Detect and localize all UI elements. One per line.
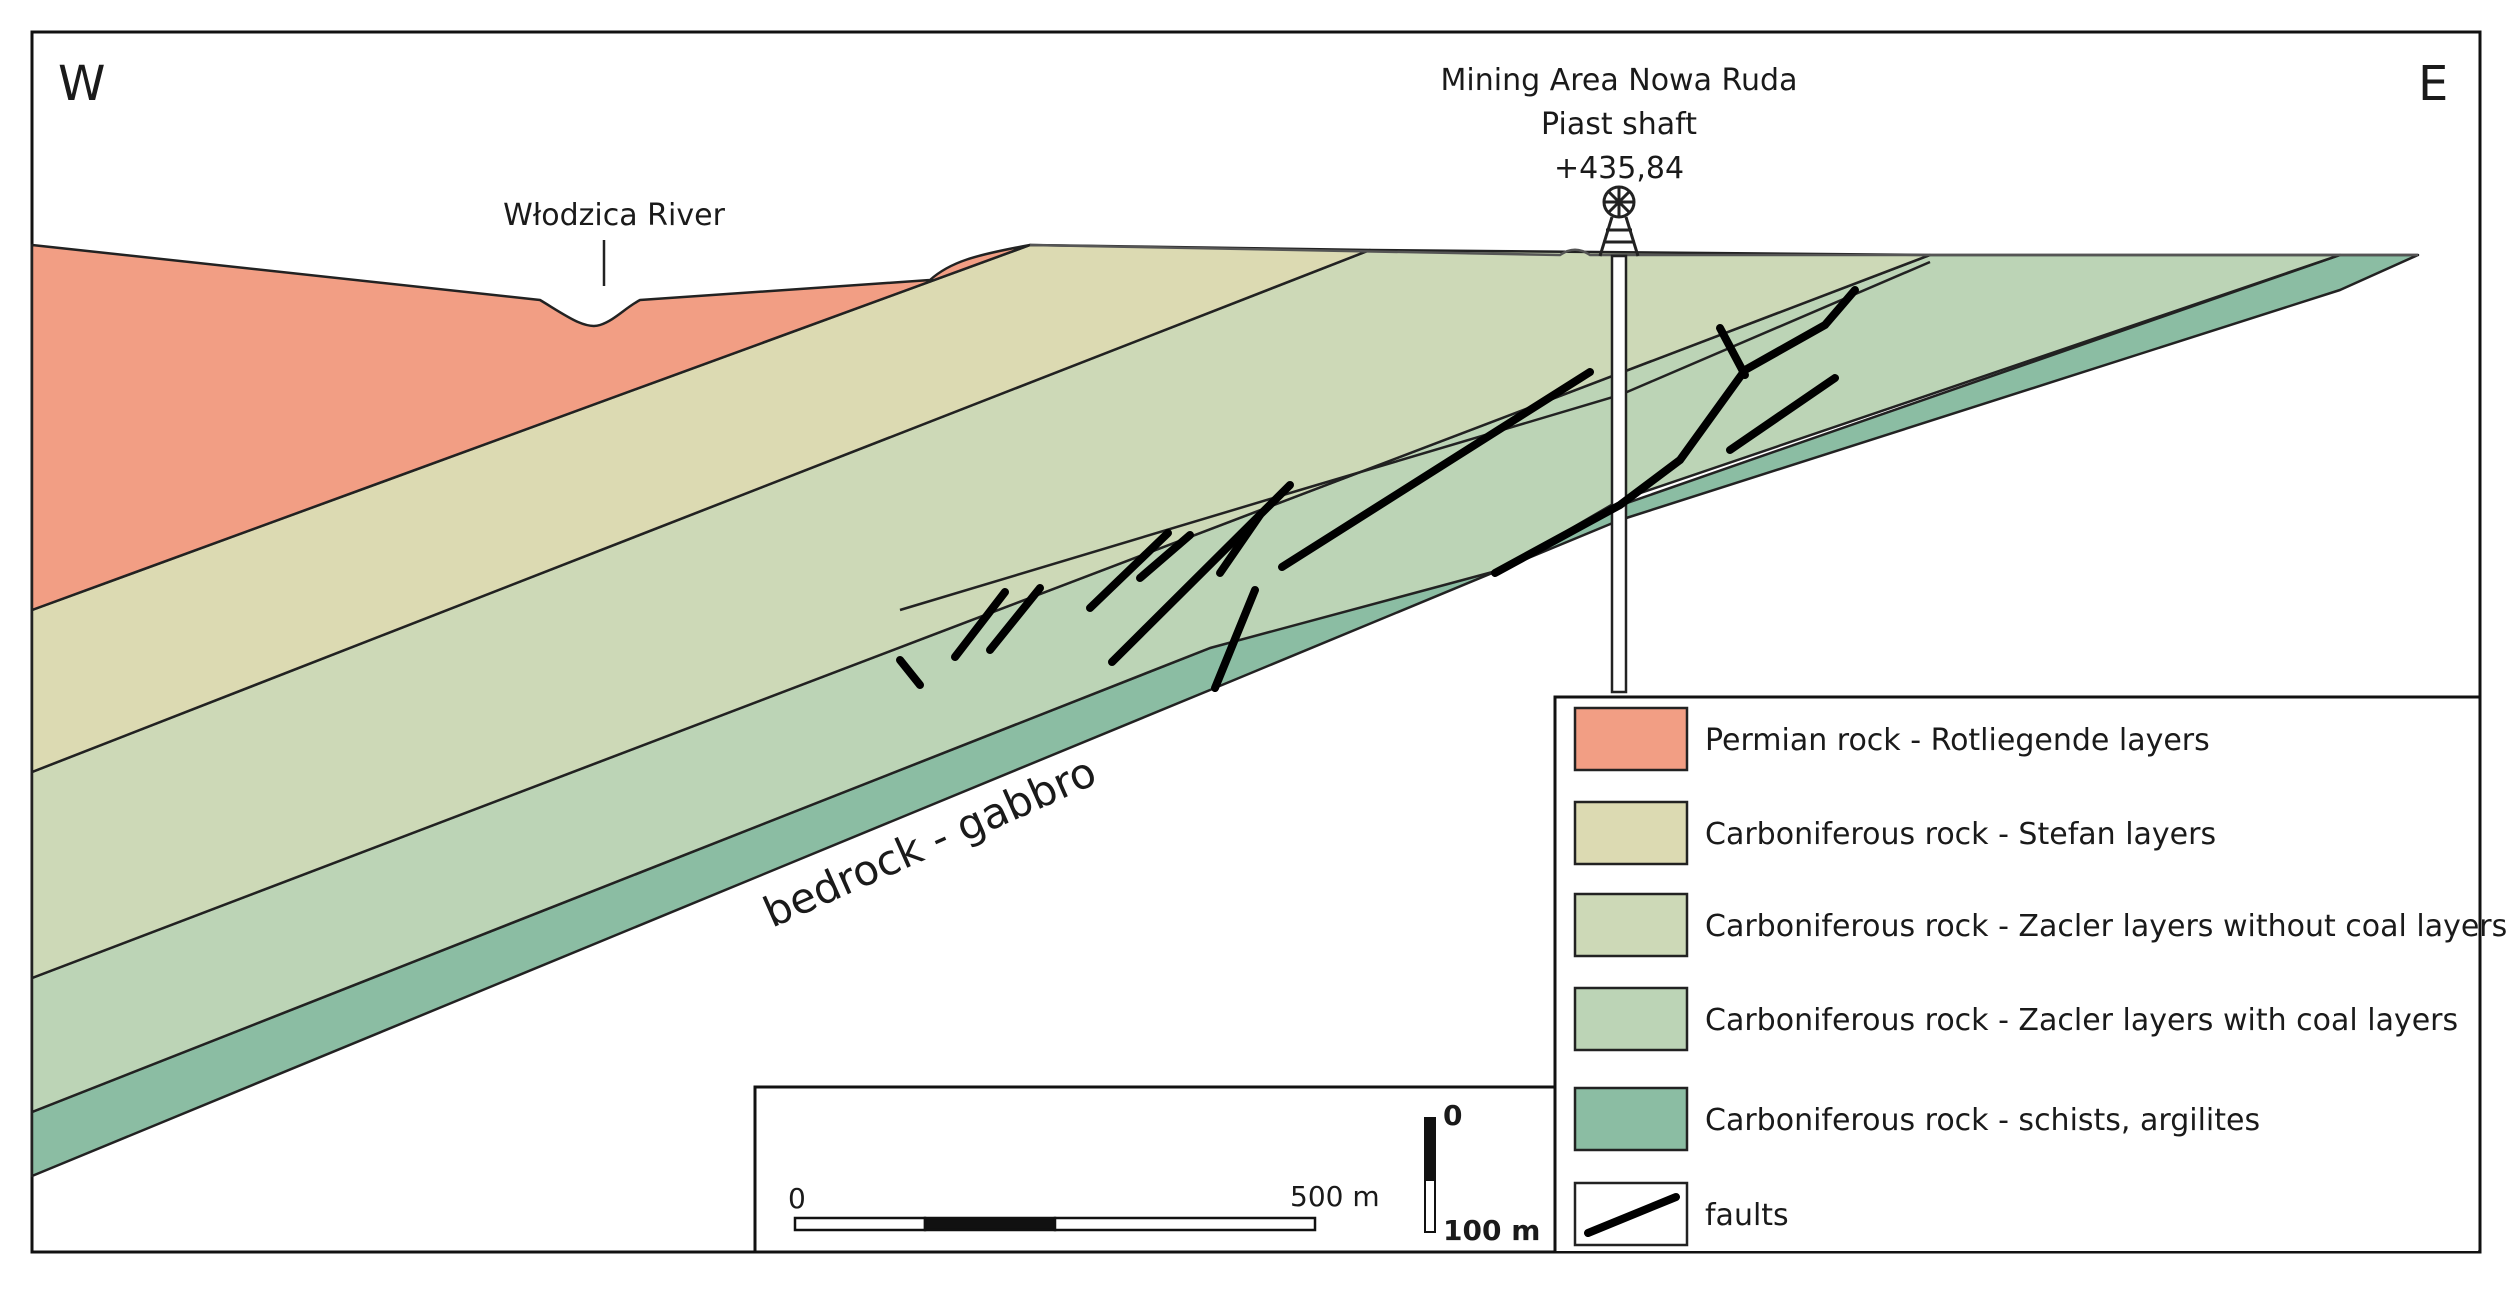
legend-label: Permian rock - Rotliegende layers	[1705, 723, 2210, 758]
zacler-internal-boundary	[899, 260, 1931, 612]
scale-box: 0 500 m 0 100 m	[753, 1085, 1555, 1252]
vertical-scale-top-label: 0	[1443, 1099, 1462, 1132]
legend-swatch	[1573, 986, 1689, 1052]
legend-swatch	[1573, 1086, 1689, 1152]
fault-line	[1278, 368, 1594, 571]
piast-shaft	[1610, 254, 1628, 694]
layer-group	[30, 243, 2420, 1178]
legend-label: Carboniferous rock - schists, argilites	[1705, 1103, 2260, 1138]
scale-start-label: 0	[788, 1182, 806, 1215]
shaft-title-line1: Mining Area Nowa Ruda	[1441, 63, 1798, 98]
faults	[896, 286, 1859, 692]
legend-label: Carboniferous rock - Stefan layers	[1705, 817, 2216, 852]
legend-label: faults	[1705, 1198, 1789, 1233]
shaft-title-line2: Piast shaft	[1541, 107, 1697, 142]
legend-swatch	[1573, 892, 1689, 958]
legend-swatch	[1573, 800, 1689, 866]
vertical-scale-bottom-label: 100 m	[1443, 1214, 1540, 1247]
legend-label: Carboniferous rock - Zacler layers with …	[1705, 1003, 2458, 1038]
fault-line	[1716, 324, 1749, 379]
fault-line	[986, 584, 1044, 654]
fault-line	[1136, 531, 1194, 582]
east-label: E	[2418, 56, 2448, 112]
scale-bar-segment	[793, 1216, 927, 1232]
fault-line	[951, 588, 1009, 661]
vertical-scale-segment	[1424, 1117, 1436, 1181]
scale-bar-segment	[1053, 1216, 1317, 1232]
layer-permian-rotliegende	[30, 243, 1032, 612]
west-label: W	[58, 56, 105, 112]
fault-line	[896, 656, 924, 689]
ground-surface	[1029, 243, 2418, 257]
scale-end-label: 500 m	[1290, 1180, 1380, 1213]
fault-line	[1726, 374, 1839, 454]
scale-bar-segment	[923, 1216, 1057, 1232]
fault-line	[1491, 286, 1859, 577]
legend-swatch	[1573, 706, 1689, 772]
headframe-icon	[1598, 185, 1640, 257]
legend-label: Carboniferous rock - Zacler layers witho…	[1705, 909, 2507, 944]
fault-line	[1086, 529, 1172, 612]
legend: Permian rock - Rotliegende layersCarboni…	[1553, 695, 2507, 1252]
vertical-scale-segment	[1424, 1179, 1436, 1233]
fault-legend-icon	[1584, 1193, 1680, 1237]
river-label: Włodzica River	[503, 198, 725, 233]
fault-line	[1211, 586, 1259, 692]
shaft-elevation: +435,84	[1554, 151, 1684, 186]
fault-line	[1216, 511, 1264, 577]
